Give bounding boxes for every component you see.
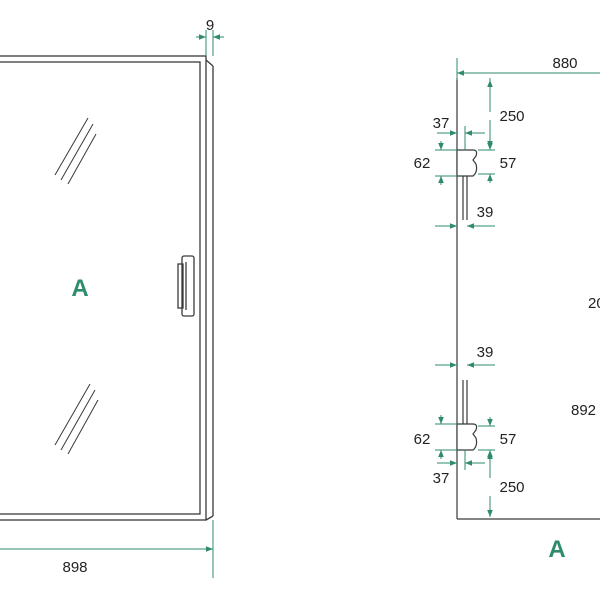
dimension-hinge-inner-top-value: 57 xyxy=(500,155,517,172)
dimension-hinge-depth-top xyxy=(437,126,485,150)
dimension-hinge-height-bottom-value: 62 xyxy=(414,431,431,448)
dimension-right-width-value: 880 xyxy=(552,55,577,72)
dimension-hinge-depth-bottom-value: 37 xyxy=(433,470,450,487)
left-door-view: A 9 898 xyxy=(0,17,224,578)
right-hinge-view: 880 250 37 62 57 xyxy=(414,55,600,563)
dimension-partial-height-value: 20 xyxy=(588,295,600,312)
wall-panel xyxy=(456,78,600,520)
dimension-hinge-height-top-value: 62 xyxy=(414,155,431,172)
dimension-hinge-inner-top xyxy=(478,141,495,183)
dimension-hinge-depth-top-value: 37 xyxy=(433,115,450,132)
door-handle xyxy=(177,255,195,317)
dimension-hinge-gap-bottom-value: 39 xyxy=(477,344,494,361)
dimension-width-value: 898 xyxy=(62,559,87,576)
dimension-hinge-offset-bottom-value: 250 xyxy=(499,479,524,496)
hinge-bottom xyxy=(456,380,478,451)
dimension-hinge-gap-top-value: 39 xyxy=(477,204,494,221)
glass-reflection-bottom xyxy=(54,383,99,455)
dimension-hinge-inner-bottom xyxy=(478,417,495,459)
dimension-hinge-inner-bottom-value: 57 xyxy=(500,431,517,448)
dimension-profile xyxy=(196,30,224,56)
door-frame xyxy=(0,55,214,521)
dimension-hinge-height-top xyxy=(435,141,457,185)
hinge-top xyxy=(456,149,478,220)
dimension-width xyxy=(0,520,214,578)
dimension-hinge-height-bottom xyxy=(435,415,457,459)
glass-reflection-top xyxy=(54,117,97,185)
dimension-right-width xyxy=(456,58,600,80)
dimension-profile-value: 9 xyxy=(206,17,214,34)
dimension-hinge-offset-top-value: 250 xyxy=(499,108,524,125)
right-panel-label: A xyxy=(548,536,565,563)
dimension-hinge-depth-bottom xyxy=(437,450,485,470)
dimension-partial-value: 892 xyxy=(571,402,596,419)
left-panel-label: A xyxy=(71,275,88,302)
